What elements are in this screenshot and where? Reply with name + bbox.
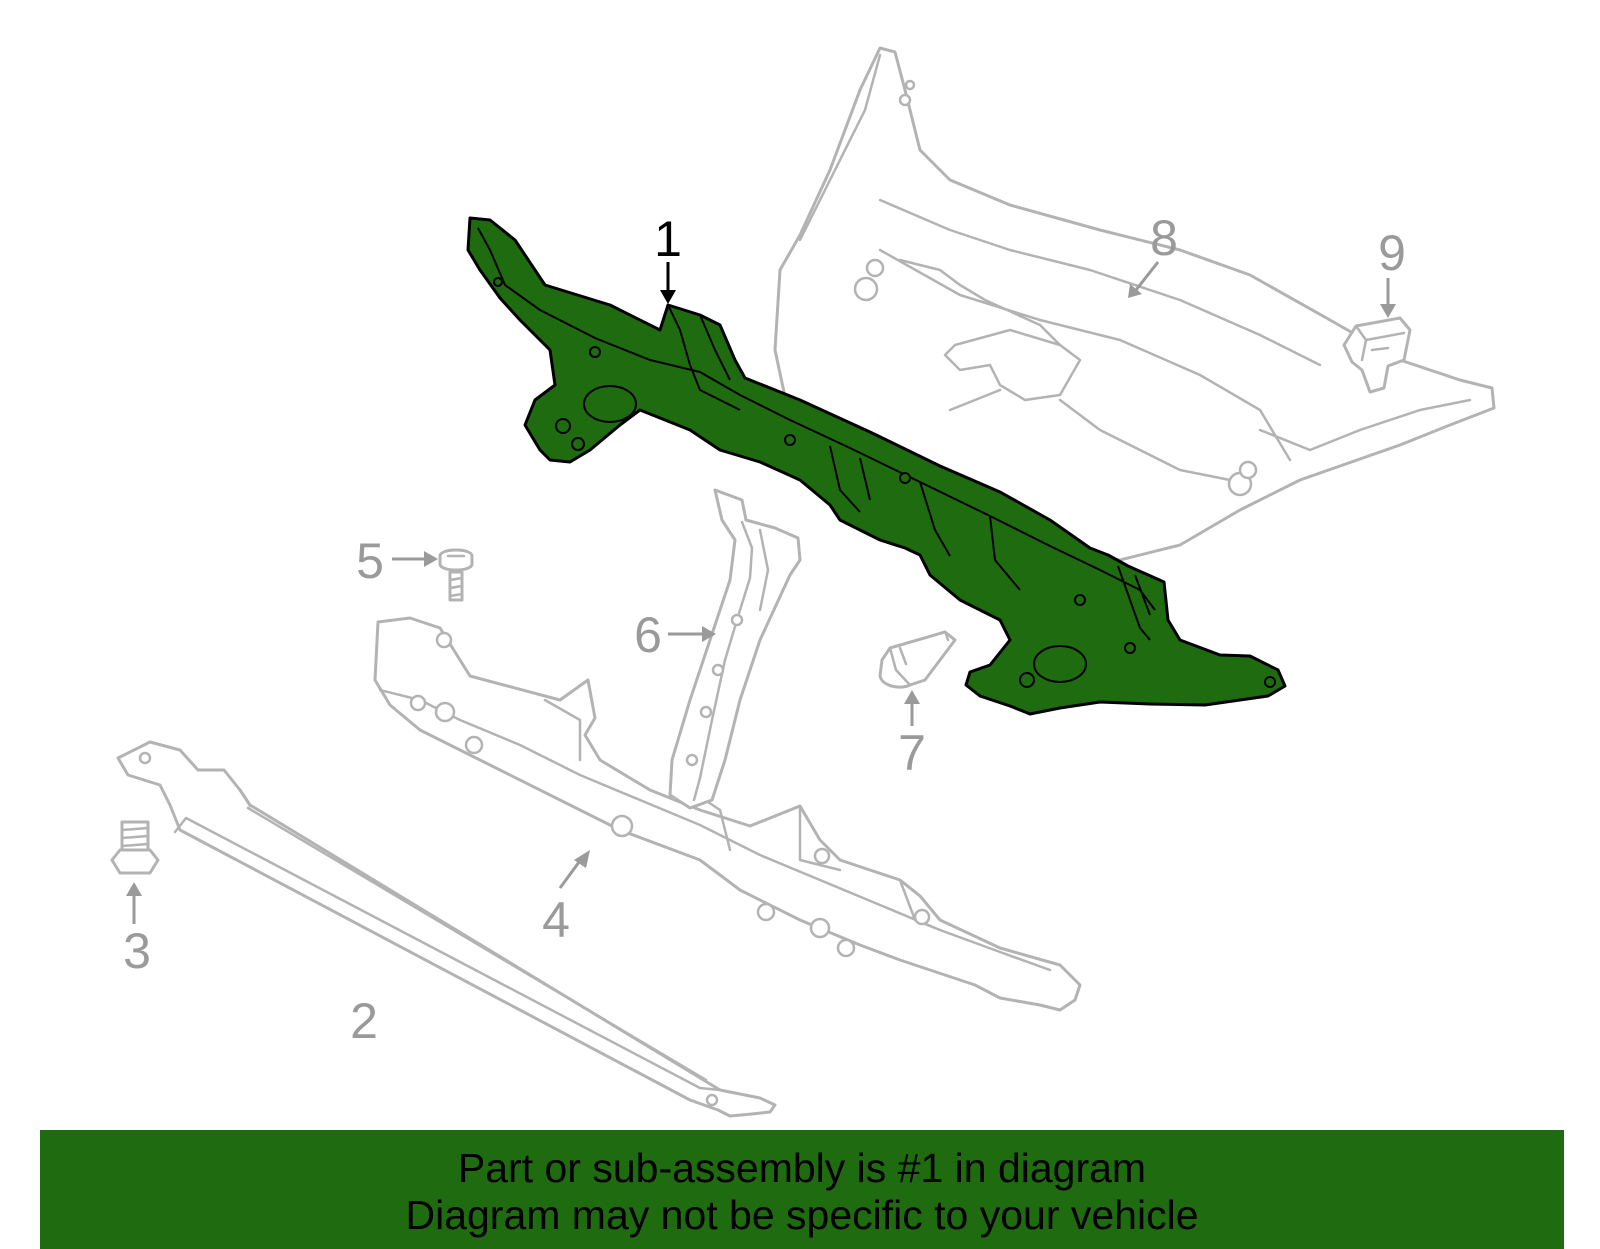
- part-6-vertical-support: [668, 488, 802, 810]
- part-7-bumpstop: [878, 630, 957, 726]
- callout-4: 4: [542, 892, 570, 948]
- part-8-upper-cover: [773, 46, 1496, 562]
- part-9-clip: [1342, 278, 1412, 394]
- callout-5: 5: [356, 533, 384, 589]
- callout-2: 2: [350, 993, 378, 1049]
- callout-7: 7: [898, 725, 926, 781]
- banner-line-1: Part or sub-assembly is #1 in diagram: [457, 1145, 1147, 1191]
- banner-line-2: Diagram may not be specific to your vehi…: [405, 1192, 1199, 1238]
- callout-labels: 1 2 3 4 5 6 7 8 9: [123, 210, 1406, 1049]
- part-2-lower-crossmember: [116, 740, 777, 1118]
- part-1-body: [466, 216, 1287, 716]
- info-banner: Part or sub-assembly is #1 in diagram Di…: [40, 1130, 1564, 1249]
- part-8-leader: [1128, 261, 1160, 298]
- part-3-bolt: [110, 820, 160, 924]
- callout-8: 8: [1150, 210, 1178, 266]
- callout-3: 3: [123, 923, 151, 979]
- callout-1: 1: [654, 211, 682, 267]
- part-1-upper-tiebar: [466, 216, 1287, 716]
- part-5-screw: [392, 548, 474, 602]
- part-4-lower-tiebar: [373, 616, 1082, 1012]
- callout-9: 9: [1378, 225, 1406, 281]
- callout-6: 6: [634, 607, 662, 663]
